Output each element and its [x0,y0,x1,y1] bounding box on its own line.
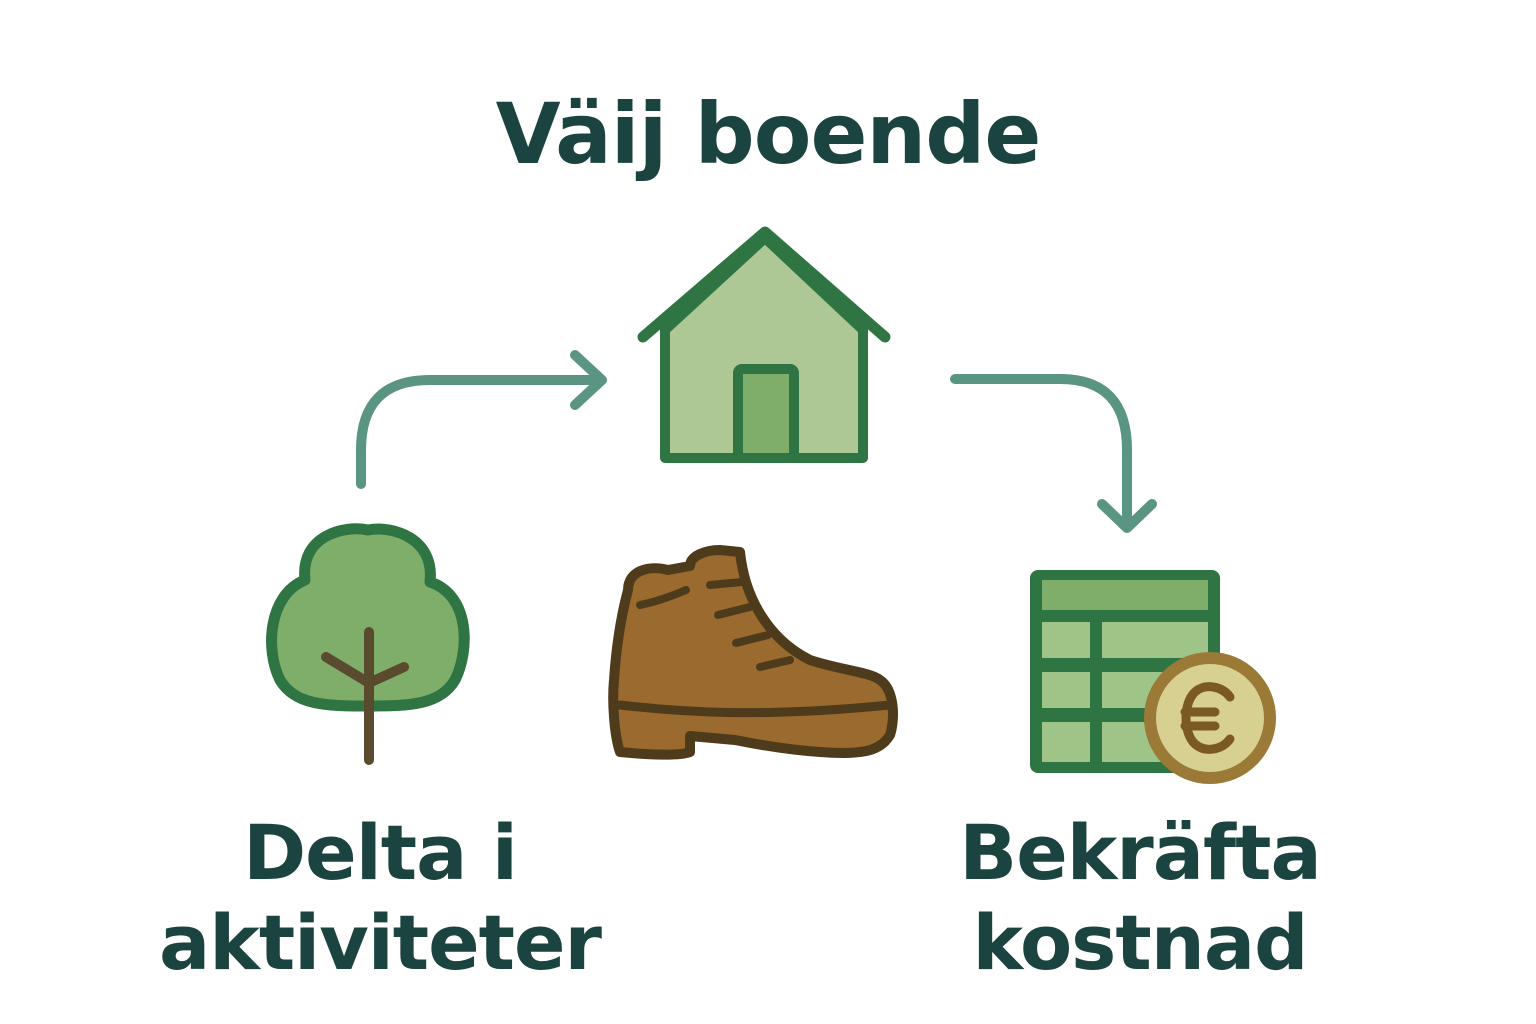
house-icon [637,226,891,463]
hiking-boot-icon [608,545,898,760]
diagram-title: Väij boende [495,85,1042,183]
curved-arrow-right-icon [356,350,607,489]
step-label-activities-line2: aktiviteter [158,898,602,987]
spreadsheet-euro-icon [1030,570,1276,784]
step-label-activities: Delta i aktiviteter [150,808,610,988]
tree-icon [266,523,470,765]
step-label-cost-line1: Bekräfta [959,808,1321,897]
step-label-activities-line1: Delta i [243,808,518,897]
step-label-cost-line2: kostnad [972,898,1308,987]
curved-arrow-down-icon [950,374,1157,533]
step-label-cost: Bekräfta kostnad [940,808,1340,988]
